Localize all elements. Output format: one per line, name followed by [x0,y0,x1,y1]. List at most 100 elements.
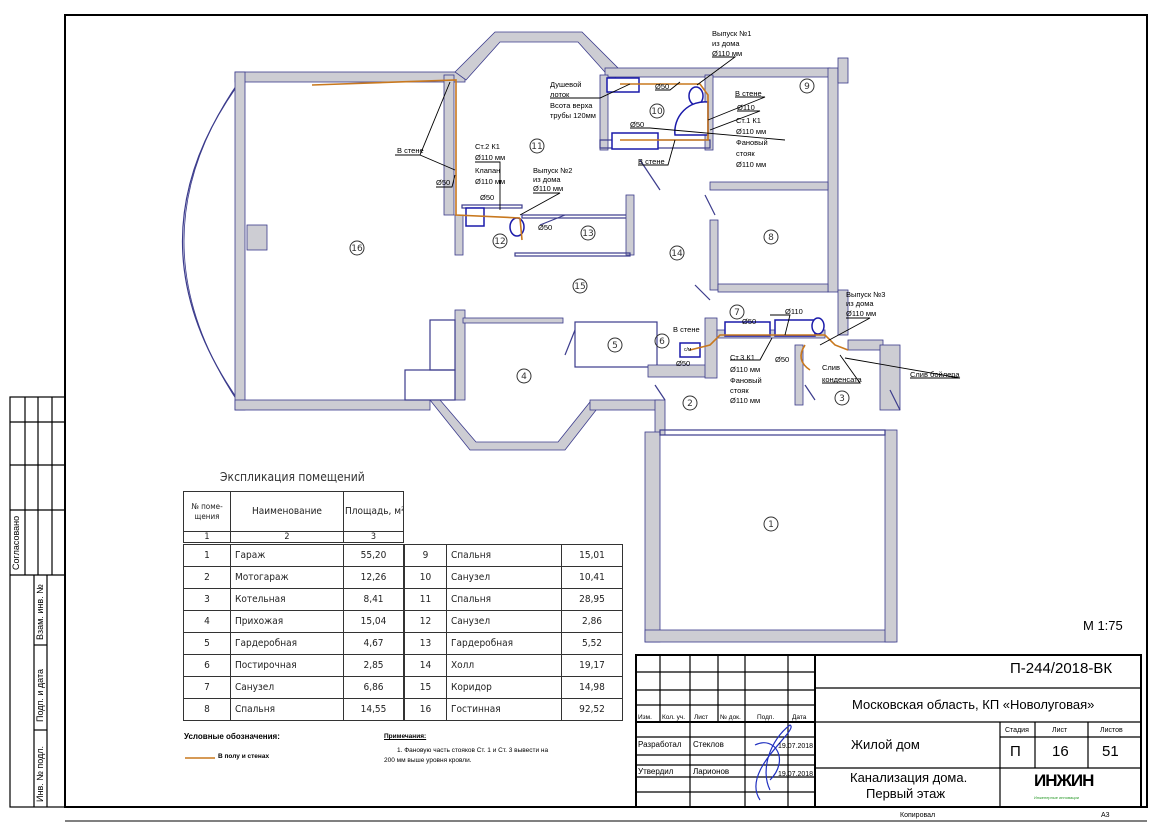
room-number: 10 [404,566,447,589]
room-area: 5,52 [561,632,623,655]
room-5: 5 [607,337,623,353]
leader-lines [395,56,961,384]
room-name: Коридор [446,676,562,699]
svg-text:Ø110 мм: Ø110 мм [712,49,742,58]
svg-text:Ø50: Ø50 [676,359,690,368]
room-number: 7 [183,676,231,699]
col-sign: Подп. [757,714,775,721]
svg-text:Ст.1 К1: Ст.1 К1 [736,116,761,125]
doc-number: П-244/2018-ВК [1010,660,1113,677]
company-logo-subtitle: Инженерные инновации [1034,795,1080,800]
notes-text-2: 200 мм выше уровня кровли. [384,757,472,764]
developed-name: Стеклов [693,740,724,749]
svg-text:Ø110: Ø110 [737,103,755,112]
svg-text:15: 15 [574,282,585,292]
room-16: 16 [349,240,365,256]
room-6: 6 [654,333,670,349]
room-number: 13 [404,632,447,655]
room-area: 10,41 [561,566,623,589]
room-number: 16 [404,698,447,721]
svg-text:трубы 120мм: трубы 120мм [550,111,596,120]
room-name: Санузел [446,610,562,633]
svg-text:Ø50: Ø50 [538,223,552,232]
room-number: 4 [183,610,231,633]
room-12: 12 [492,233,508,249]
title-block-grid [635,654,1142,808]
room-name: Постирочная [230,654,344,677]
svg-text:Ø50: Ø50 [630,120,644,129]
svg-text:стояк: стояк [730,386,749,395]
address: Московская область, КП «Новолуговая» [852,697,1095,712]
room-name: Прихожая [230,610,344,633]
room-name: Гардеробная [446,632,562,655]
room-area: 2,85 [343,654,404,677]
side-stamp-grid [9,396,66,808]
sheet-title-2: Первый этаж [866,786,946,801]
svg-text:3: 3 [839,394,845,404]
room-name: Холл [446,654,562,677]
svg-text:Ø110 мм: Ø110 мм [475,153,505,162]
room-4: 4 [516,368,532,384]
svg-text:Выпуск №2: Выпуск №2 [533,166,572,175]
col-list: Лист [694,714,709,721]
svg-text:конденсата: конденсата [822,375,862,384]
svg-text:из дома: из дома [846,299,874,308]
svg-text:Ø110: Ø110 [785,307,803,316]
svg-text:Ст.3 К1: Ст.3 К1 [730,353,755,362]
room-area: 15,04 [343,610,404,633]
room-3: 3 [834,390,850,406]
scale-label: М 1:75 [1083,618,1123,633]
svg-text:Слив бойлера: Слив бойлера [910,370,960,379]
room-9: 9 [799,78,815,94]
room-area: 6,86 [343,676,404,699]
svg-text:Ø110 мм: Ø110 мм [736,127,766,136]
room-name: Гараж [230,544,344,567]
svg-text:В стене: В стене [735,89,762,98]
room-14: 14 [669,245,685,261]
svg-text:Ø50: Ø50 [775,355,789,364]
walls [181,31,901,643]
copied-label: Копировал [900,812,936,819]
room-area: 2,86 [561,610,623,633]
svg-text:Ø50: Ø50 [480,193,494,202]
room-number: 11 [404,588,447,611]
svg-text:Ø110 мм: Ø110 мм [533,184,563,193]
svg-text:Ø110 мм: Ø110 мм [736,160,766,169]
svg-text:5: 5 [612,341,618,351]
company-logo: ИНЖИН [1034,771,1094,790]
svg-text:В стене: В стене [673,325,700,334]
svg-text:Всота верха: Всота верха [550,101,593,110]
room-number: 5 [183,632,231,655]
col-date: Дата [792,714,807,721]
format-label: А3 [1101,812,1110,819]
svg-text:из дома: из дома [712,39,740,48]
svg-text:В стене: В стене [638,157,665,166]
room-number: 2 [183,566,231,589]
approved-label: Утвердил [638,767,674,776]
room-area: 55,20 [343,544,404,567]
room-1: 1 [763,516,779,532]
svg-text:Ø110 мм: Ø110 мм [846,309,876,318]
room-number: 3 [183,588,231,611]
svg-text:Клапан: Клапан [475,166,500,175]
room-number: 12 [404,610,447,633]
svg-text:Фановый: Фановый [730,376,762,385]
room-area: 28,95 [561,588,623,611]
svg-text:Ø50: Ø50 [742,317,756,326]
approved-date: 19.07.2018 [778,771,814,778]
room-number: 8 [183,698,231,721]
